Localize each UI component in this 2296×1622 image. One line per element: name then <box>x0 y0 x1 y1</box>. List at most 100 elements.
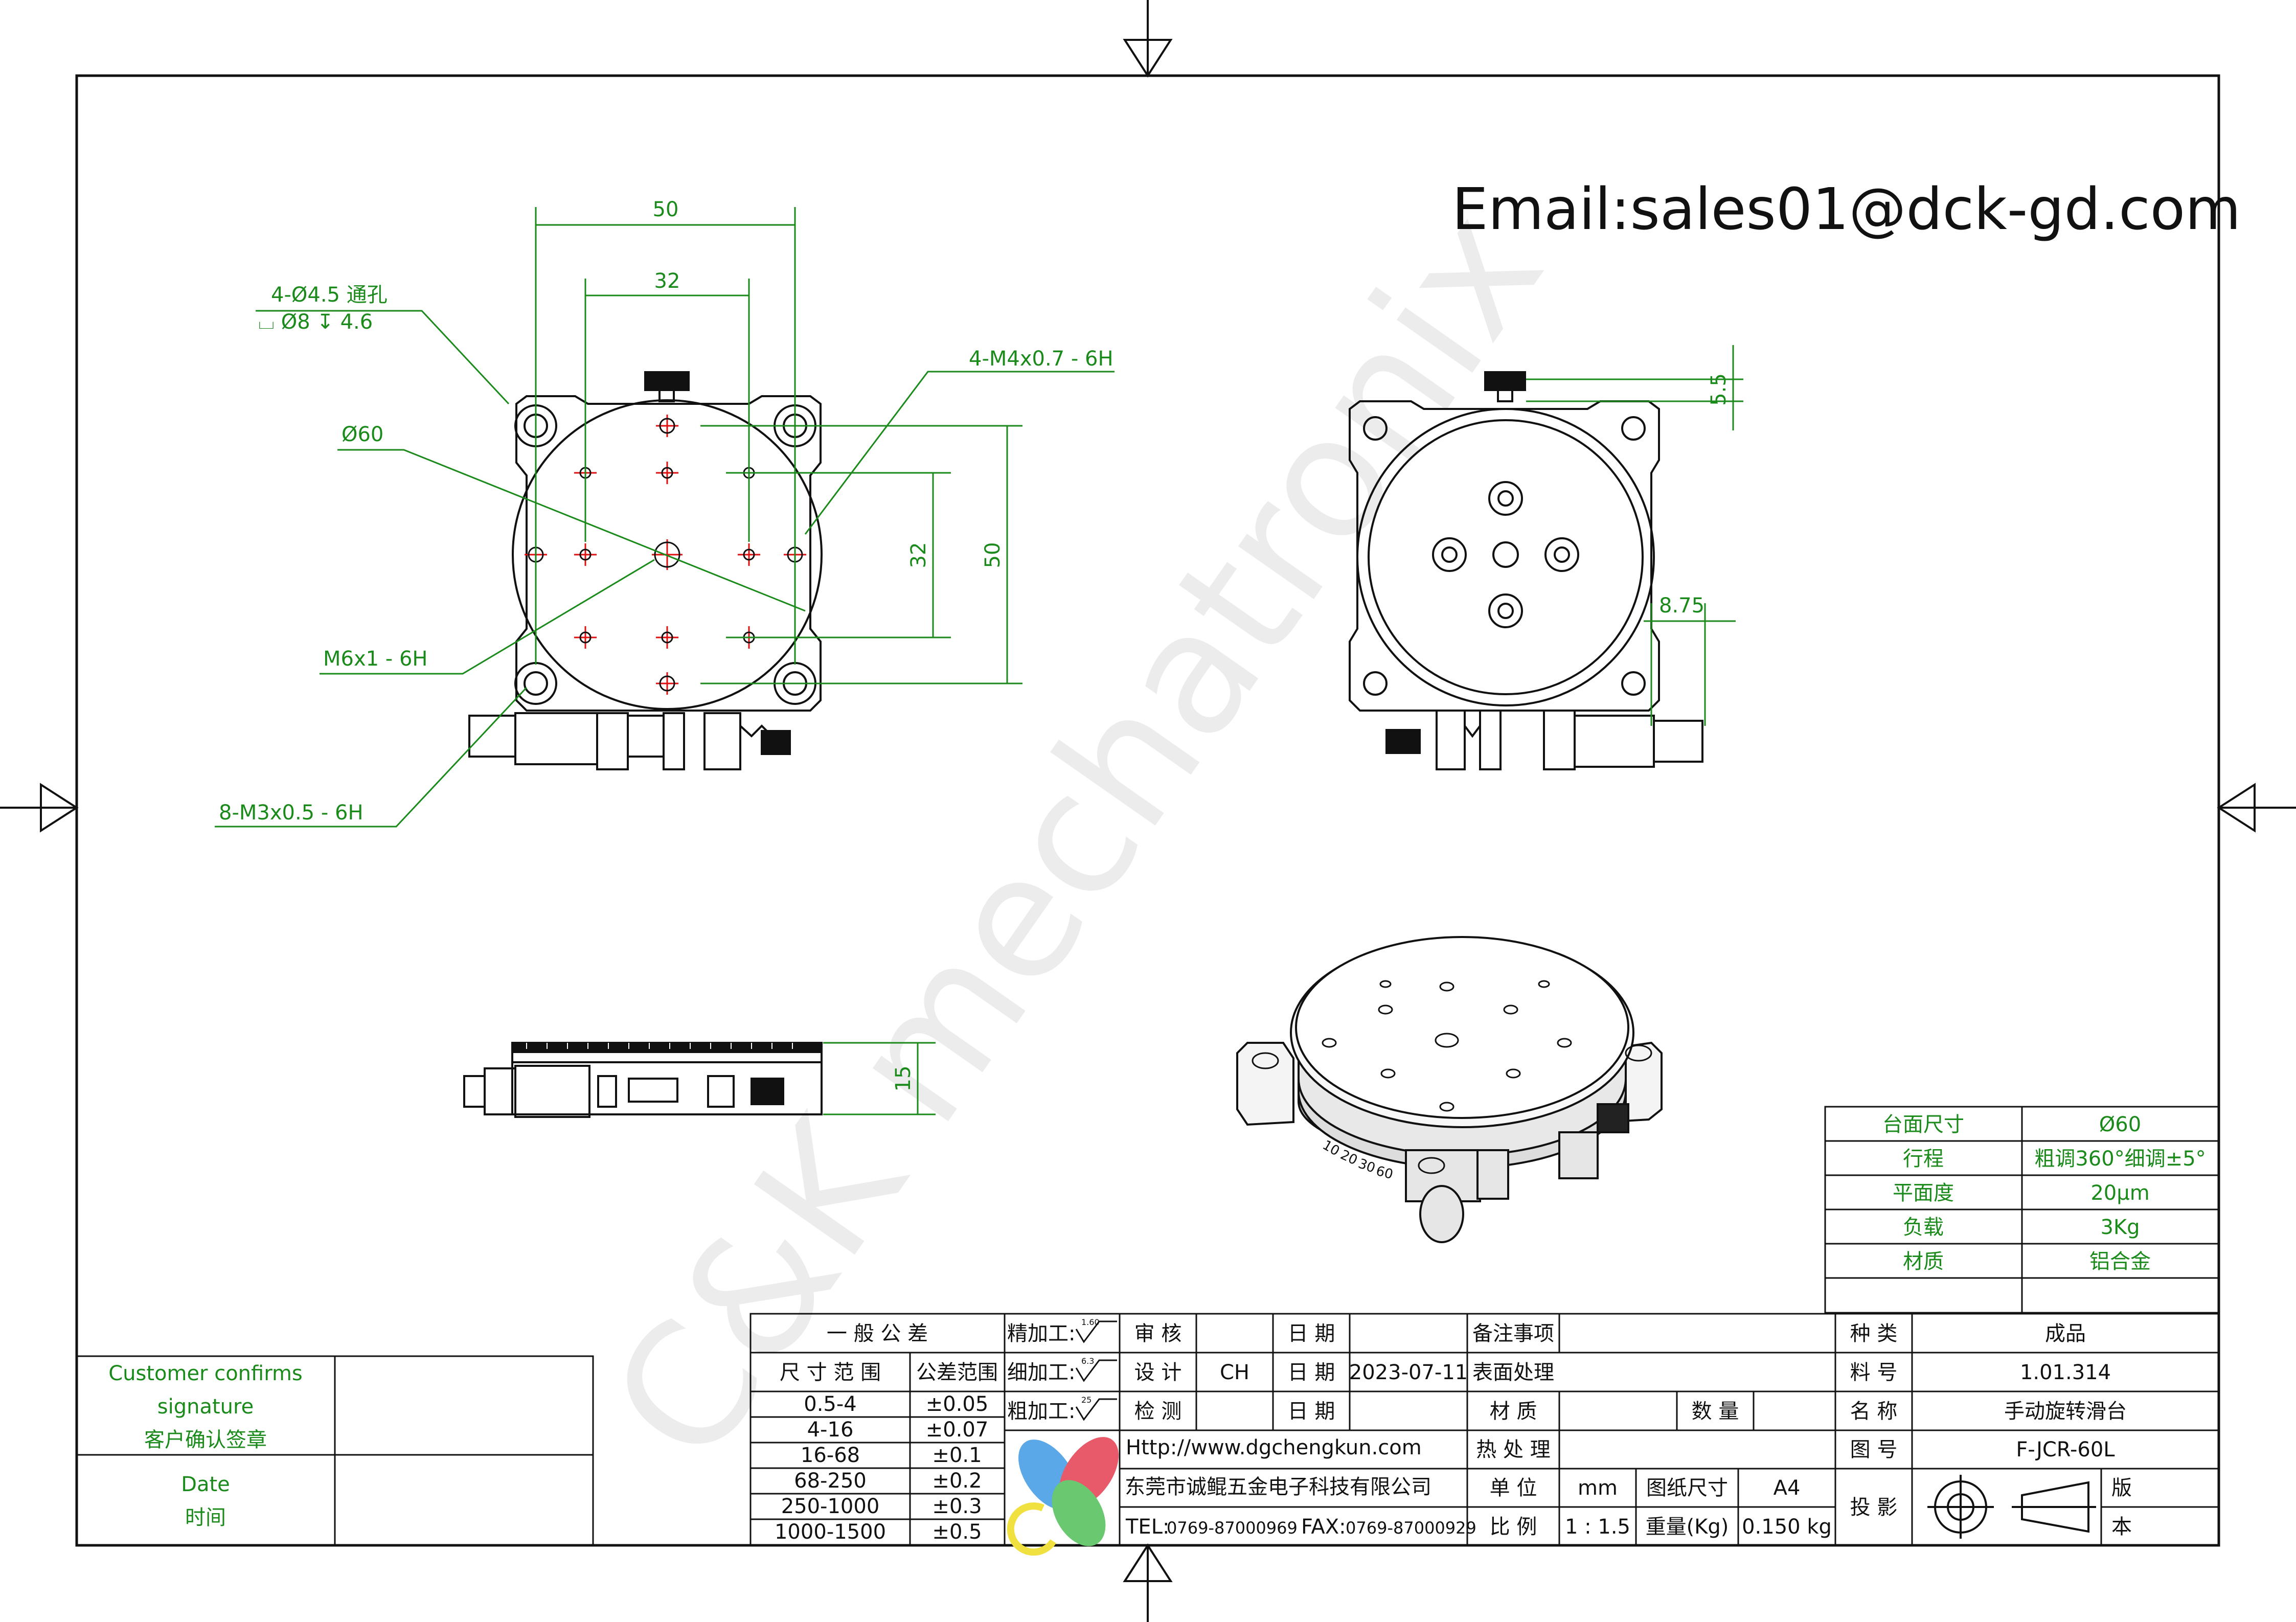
approval-inspect: 检 测 <box>1134 1400 1182 1423</box>
back-view <box>1349 371 1703 770</box>
name-value: 手动旋转滑台 <box>2004 1400 2127 1423</box>
scale-label: 比 例 <box>1490 1515 1537 1539</box>
spec-label-2: 平面度 <box>1893 1181 1954 1205</box>
part-value: 1.01.314 <box>2020 1361 2111 1384</box>
tol-title: 一 般 公 差 <box>827 1322 928 1345</box>
dim-right-32: 32 <box>907 542 930 568</box>
dim-5-5: 5.5 <box>1707 373 1731 406</box>
company-tel: 0769-87000969 <box>1167 1518 1298 1538</box>
drawing-value: F-JCR-60L <box>2016 1438 2115 1461</box>
unit-label: 单 位 <box>1490 1476 1537 1500</box>
surface-label: 表面处理 <box>1472 1361 1554 1384</box>
spec-value-3: 3Kg <box>2100 1216 2140 1239</box>
tol-col1: 尺 寸 范 围 <box>780 1361 881 1384</box>
finish-symbols <box>1075 1320 1117 1421</box>
customer-date-2: 时间 <box>185 1506 226 1529</box>
spec-label-0: 台面尺寸 <box>1882 1113 1964 1136</box>
heat-label: 热 处 理 <box>1476 1438 1550 1461</box>
side-view <box>463 1042 823 1118</box>
approval-design: 设 计 <box>1134 1361 1182 1384</box>
name-label: 名 称 <box>1850 1400 1898 1423</box>
callout-m3: 8-M3x0.5 - 6H <box>219 801 363 825</box>
finish-rough-sym: 25 <box>1081 1395 1092 1405</box>
title-block-text: 一 般 公 差 尺 寸 范 围 公差范围 0.5-4 ±0.05 4-16 ±0… <box>775 1317 2132 1544</box>
material-label: 材 质 <box>1490 1400 1537 1423</box>
customer-confirm-3: 客户确认签章 <box>144 1428 267 1452</box>
approval-date-2: 日 期 <box>1288 1361 1335 1384</box>
callout-counterbore: ⌴ Ø8 ↧ 4.6 <box>258 310 373 334</box>
company-url: Http://www.dgchengkun.com <box>1126 1436 1422 1459</box>
tol-val-2: ±0.1 <box>932 1444 982 1467</box>
side-view-ticks <box>526 1043 793 1049</box>
paper-label: 图纸尺寸 <box>1646 1476 1728 1500</box>
customer-text: Customer confirms signature 客户确认签章 Date … <box>108 1362 303 1529</box>
finish-fine: 精加工: <box>1007 1322 1075 1345</box>
dim-right-50: 50 <box>981 542 1005 568</box>
email-text: Email:sales01@dck-gd.com <box>1452 176 2241 243</box>
company-logo <box>1007 1437 1119 1556</box>
tol-val-0: ±0.05 <box>926 1392 989 1416</box>
finish-medium-sym: 6.3 <box>1081 1356 1094 1366</box>
part-label: 料 号 <box>1850 1361 1898 1384</box>
approval-date-3: 日 期 <box>1288 1400 1335 1423</box>
spec-value-1: 粗调360°细调±5° <box>2034 1147 2206 1171</box>
tol-range-2: 16-68 <box>801 1444 860 1467</box>
dimension-lines <box>215 207 1115 828</box>
scale-value: 1 : 1.5 <box>1565 1515 1630 1539</box>
notes-label: 备注事项 <box>1472 1322 1554 1345</box>
spec-value-4: 铝合金 <box>2089 1250 2151 1273</box>
approval-design-date: 2023-07-11 <box>1349 1361 1468 1384</box>
quantity-label: 数 量 <box>1692 1400 1739 1423</box>
side-view-dims <box>823 1042 936 1115</box>
tol-range-1: 4-16 <box>807 1418 854 1442</box>
spec-value-0: Ø60 <box>2099 1113 2141 1136</box>
tol-val-1: ±0.07 <box>926 1418 989 1442</box>
customer-date-1: Date <box>181 1473 230 1496</box>
approval-date-1: 日 期 <box>1288 1322 1335 1345</box>
svg-text:30: 30 <box>1356 1156 1377 1176</box>
company-fax-label: FAX: <box>1301 1515 1346 1539</box>
customer-box <box>76 1355 594 1546</box>
approval-review: 审 核 <box>1134 1322 1182 1345</box>
dim-top-50: 50 <box>653 198 679 221</box>
company-name: 东莞市诚鲲五金电子科技有限公司 <box>1125 1475 1431 1499</box>
company-fax: 0769-87000929 <box>1346 1518 1476 1538</box>
type-label: 种 类 <box>1850 1322 1898 1345</box>
type-value: 成品 <box>2045 1322 2086 1345</box>
weight-value: 0.150 kg <box>1742 1515 1832 1539</box>
spec-table <box>1824 1106 2220 1314</box>
approval-designer: CH <box>1220 1361 1249 1384</box>
tol-val-4: ±0.3 <box>932 1495 982 1518</box>
front-view <box>468 371 823 770</box>
projection-label: 投 影 <box>1850 1496 1898 1519</box>
weight-label: 重量(Kg) <box>1646 1515 1729 1539</box>
spec-label-1: 行程 <box>1903 1147 1944 1171</box>
callout-thru-hole: 4-Ø4.5 通孔 <box>271 283 388 307</box>
watermark: C&K mechatronix <box>574 176 1580 1495</box>
tol-range-5: 1000-1500 <box>775 1520 886 1544</box>
customer-confirm-1: Customer confirms <box>108 1362 303 1385</box>
callout-m6: M6x1 - 6H <box>323 647 427 671</box>
spec-table-text: 台面尺寸 Ø60 行程 粗调360°细调±5° 平面度 20μm 负载 3Kg … <box>1882 1113 2206 1273</box>
rev-label-1: 版 <box>2111 1476 2132 1500</box>
paper-value: A4 <box>1774 1476 1801 1500</box>
dimension-texts: 50 32 32 50 4-Ø4.5 通孔 ⌴ Ø8 ↧ 4.6 4-M4x0.… <box>219 198 1113 825</box>
callout-m4: 4-M4x0.7 - 6H <box>969 347 1113 371</box>
tol-val-3: ±0.2 <box>932 1469 982 1493</box>
tol-col2: 公差范围 <box>916 1361 998 1384</box>
dim-15: 15 <box>892 1066 915 1092</box>
spec-value-2: 20μm <box>2090 1181 2149 1205</box>
dim-8-75: 8.75 <box>1659 594 1704 618</box>
finish-medium: 细加工: <box>1007 1361 1075 1384</box>
spec-label-4: 材质 <box>1903 1250 1944 1273</box>
rev-label-2: 本 <box>2111 1515 2132 1539</box>
tol-val-5: ±0.5 <box>932 1520 982 1544</box>
drawing-label: 图 号 <box>1850 1438 1898 1461</box>
tol-range-4: 250-1000 <box>781 1495 880 1518</box>
dim-top-32: 32 <box>654 269 680 293</box>
iso-holes <box>1252 980 1652 1174</box>
projection-symbol-icon <box>1927 1475 2096 1539</box>
finish-fine-sym: 1.60 <box>1081 1317 1100 1327</box>
